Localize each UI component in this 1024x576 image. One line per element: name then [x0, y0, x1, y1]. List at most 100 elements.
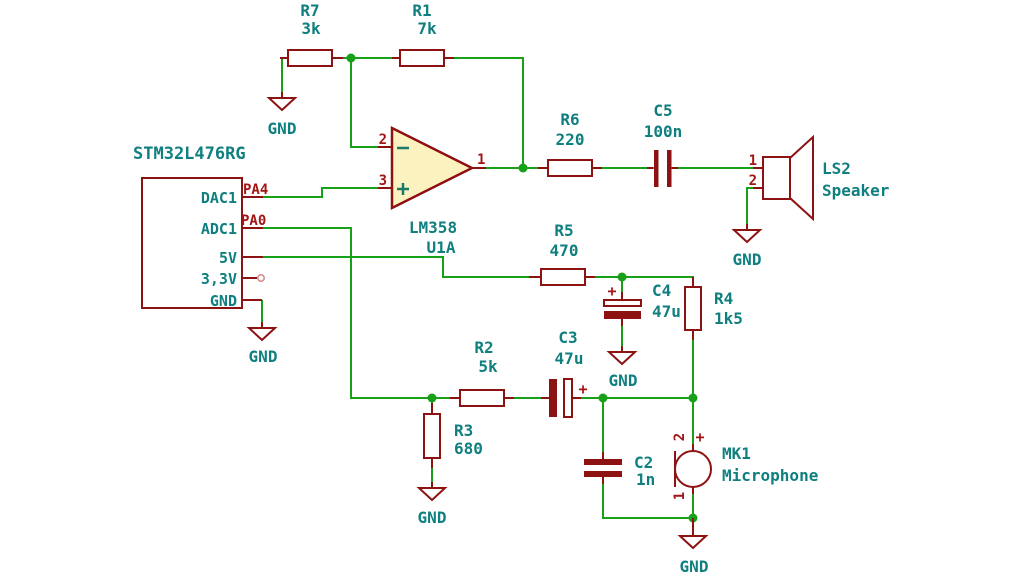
- microphone-body: [674, 450, 712, 488]
- mcu-pad-pa0: PA0: [241, 213, 266, 229]
- gnd-label: GND: [418, 508, 447, 527]
- gnd-symbol-mcu: GND: [246, 322, 278, 366]
- polarity-plus-mark: +: [695, 428, 704, 446]
- capacitor-ref: C5: [653, 101, 672, 120]
- capacitor-value: 47u: [652, 302, 681, 321]
- gnd-label: GND: [249, 347, 278, 366]
- microphone-pin1-number: 1: [672, 492, 688, 500]
- capacitor-value: 47u: [555, 349, 584, 368]
- capacitor-plate-positive: [563, 378, 573, 418]
- mcu-pad-pa4: PA4: [243, 182, 268, 198]
- mcu-pin-label-5v: 5V: [219, 249, 237, 267]
- mcu-pin-label-gnd: GND: [210, 292, 237, 310]
- component-capacitor-c4: + C4 47u: [603, 281, 681, 326]
- gnd-triangle: [677, 535, 709, 550]
- mcu-title: STM32L476RG: [133, 144, 246, 164]
- resistor-value: 1k5: [714, 309, 743, 328]
- wire-c2-bottom: [602, 477, 693, 519]
- polarity-plus-mark: +: [607, 282, 616, 300]
- opamp-triangle: [390, 125, 475, 211]
- resistor-ref: R5: [554, 221, 573, 240]
- opamp-ref-label: U1A: [427, 238, 456, 257]
- gnd-symbol-r7: GND: [266, 92, 298, 138]
- resistor-body: [399, 49, 445, 67]
- polarity-plus-mark: +: [578, 380, 587, 398]
- wire-5v-r5: [263, 256, 531, 278]
- gnd-triangle: [731, 229, 763, 244]
- component-resistor-r2: R2 5k: [450, 338, 514, 407]
- resistor-ref: R6: [560, 110, 579, 129]
- component-capacitor-c5: C5 100n: [644, 101, 683, 187]
- component-capacitor-c3: + C3 47u: [541, 328, 588, 418]
- resistor-value: 3k: [301, 19, 321, 38]
- resistor-ref: R1: [412, 1, 431, 20]
- gnd-symbol-speaker: GND: [731, 224, 763, 269]
- capacitor-plate: [604, 311, 641, 319]
- resistor-body: [684, 286, 702, 331]
- opamp-pin2-number: 2: [379, 132, 387, 148]
- resistor-body: [547, 159, 593, 177]
- junction-dot: [427, 393, 437, 403]
- microphone-pin2-number: 2: [672, 433, 688, 441]
- speaker-pin2-number: 2: [749, 173, 757, 189]
- capacitor-plate: [654, 150, 659, 187]
- gnd-triangle: [416, 487, 448, 502]
- junction-dot: [598, 393, 608, 403]
- wire-r5-r4: [585, 276, 694, 287]
- resistor-value: 470: [550, 241, 579, 260]
- mcu-pin-label-3v3: 3,3V: [201, 270, 237, 288]
- wire-speaker-gnd: [746, 187, 753, 224]
- resistor-ref: R2: [474, 338, 493, 357]
- gnd-symbol-mic: GND: [677, 518, 709, 576]
- microphone-ref: MK1: [722, 444, 751, 463]
- gnd-triangle: [266, 97, 298, 112]
- capacitor-plate: [584, 459, 622, 465]
- wire-adc1-to-r2: [263, 227, 460, 399]
- resistor-value: 680: [454, 439, 483, 458]
- wire-r1-to-output: [444, 57, 524, 168]
- junction-dots: [346, 53, 698, 523]
- resistor-body: [540, 268, 586, 286]
- component-speaker: 1 2 LS2 Speaker: [749, 134, 889, 222]
- speaker-body: [762, 156, 791, 200]
- opamp-pin1-number: 1: [477, 152, 485, 168]
- wire-feedback-to-inverting: [350, 58, 378, 148]
- component-mcu: STM32L476RG DAC1 ADC1 5V 3,3V GND PA4 PA…: [133, 144, 268, 310]
- gnd-symbol-r3: GND: [416, 482, 448, 527]
- mcu-body: [141, 177, 243, 309]
- resistor-ref: R3: [454, 421, 473, 440]
- junction-dot: [617, 272, 627, 282]
- microphone-name: Microphone: [722, 466, 818, 485]
- opamp-pin3-number: 3: [379, 173, 387, 189]
- capacitor-ref: C3: [558, 328, 577, 347]
- gnd-triangle: [246, 327, 278, 342]
- component-opamp: 2 3 1 LM358 U1A: [378, 125, 486, 257]
- capacitor-plate: [549, 379, 557, 417]
- resistor-body: [459, 389, 505, 407]
- gnd-triangle: [606, 351, 638, 366]
- resistor-value: 7k: [417, 19, 437, 38]
- capacitor-plate: [667, 150, 672, 187]
- resistor-value: 5k: [478, 357, 498, 376]
- mcu-pin-label-dac1: DAC1: [201, 189, 237, 207]
- component-resistor-r4: R4 1k5: [684, 277, 743, 340]
- resistor-body: [287, 49, 333, 67]
- capacitor-value: 1n: [636, 470, 655, 489]
- component-microphone: 2 + 1 MK1 Microphone: [672, 428, 818, 500]
- gnd-label: GND: [733, 250, 762, 269]
- capacitor-ref: C4: [652, 281, 671, 300]
- resistor-ref: R4: [714, 289, 733, 308]
- mcu-pin-label-adc1: ADC1: [201, 220, 237, 238]
- speaker-name: Speaker: [822, 181, 889, 200]
- capacitor-value: 100n: [644, 122, 683, 141]
- junction-dot: [346, 53, 356, 63]
- gnd-label: GND: [680, 557, 709, 576]
- junction-dot: [688, 393, 698, 403]
- component-resistor-r7: R7 3k: [280, 1, 343, 67]
- gnd-symbol-c4: GND: [606, 346, 638, 390]
- capacitor-plate-positive: [603, 299, 642, 307]
- resistor-body: [423, 413, 441, 459]
- component-resistor-r5: R5 470: [529, 221, 595, 286]
